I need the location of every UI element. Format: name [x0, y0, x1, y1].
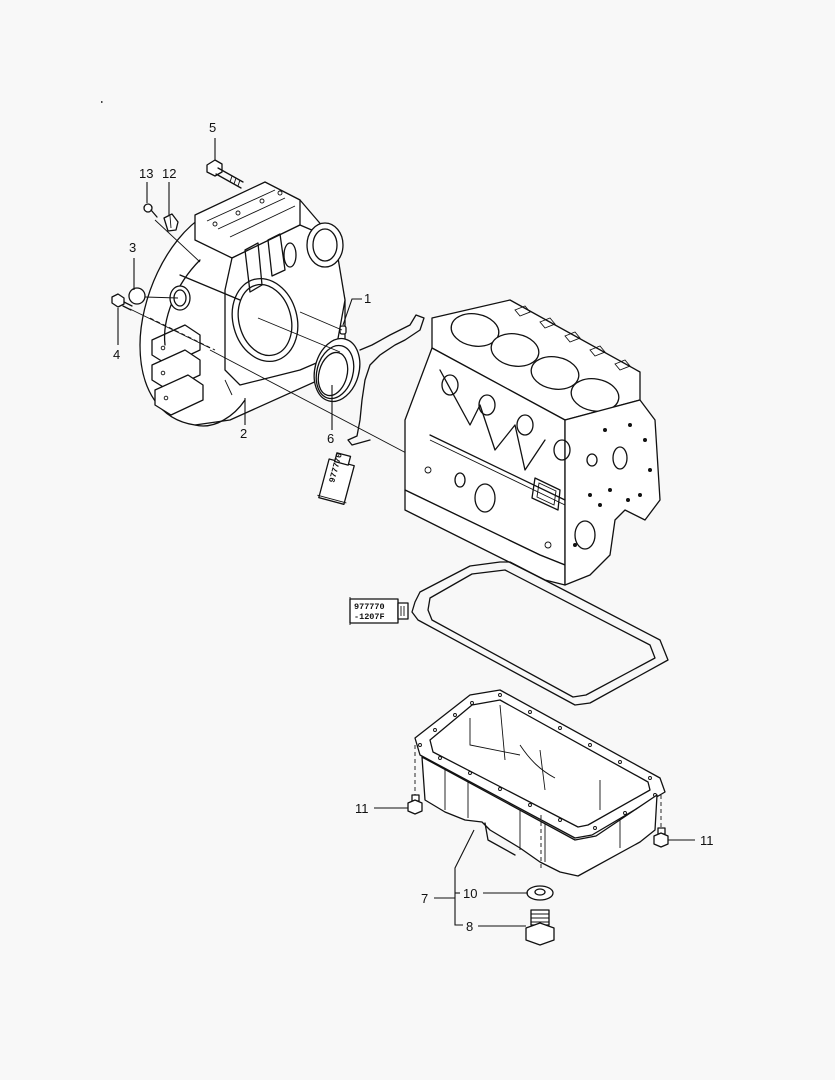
oil-pan-bolt-right — [653, 795, 669, 848]
cylinder-block — [404, 299, 661, 586]
small-bolt — [143, 203, 158, 218]
callout-6: 6 — [327, 431, 335, 446]
callout-8: 8 — [466, 919, 474, 934]
oil-pan-gasket — [411, 561, 669, 706]
callout-10: 10 — [463, 886, 478, 901]
plug-cap — [128, 287, 179, 305]
callout-1: 1 — [364, 291, 372, 306]
alignment-line-pin — [299, 311, 343, 331]
callout-11-right: 11 — [700, 833, 714, 848]
callout-13: 13 — [139, 166, 154, 181]
callout-7: 7 — [421, 891, 429, 906]
sealant-tube-lower: 977770 -1207F — [349, 597, 409, 625]
callout-3: 3 — [129, 240, 137, 255]
bolt-4 — [111, 293, 133, 311]
drain-plug — [525, 909, 555, 946]
drain-washer — [526, 885, 554, 901]
oil-pan-bolt-left — [407, 745, 423, 815]
sensor-fitting — [163, 213, 179, 232]
callout-2: 2 — [240, 426, 248, 441]
housing-bolt — [206, 159, 244, 189]
svg-text:977770: 977770 — [354, 602, 385, 612]
callout-4: 4 — [113, 347, 121, 362]
dowel-pin — [339, 325, 347, 335]
alignment-dash-4 — [149, 317, 216, 351]
flywheel-housing — [139, 181, 346, 427]
callout-5: 5 — [209, 120, 217, 135]
sealant-tube-upper: 977770 — [317, 452, 355, 506]
rear-plate-gasket — [347, 314, 425, 446]
callout-11-left: 11 — [355, 801, 369, 816]
stray-dot — [101, 101, 103, 103]
svg-text:-1207F: -1207F — [354, 612, 385, 622]
alignment-line-4 — [129, 308, 211, 349]
alignment-line-lower — [209, 349, 411, 456]
callout-12: 12 — [162, 166, 177, 181]
leader-lines — [117, 138, 695, 927]
alignment-line-bore — [257, 317, 341, 353]
alignment-line-12 — [154, 219, 201, 263]
oil-seal — [313, 337, 361, 403]
oil-pan — [414, 689, 666, 877]
